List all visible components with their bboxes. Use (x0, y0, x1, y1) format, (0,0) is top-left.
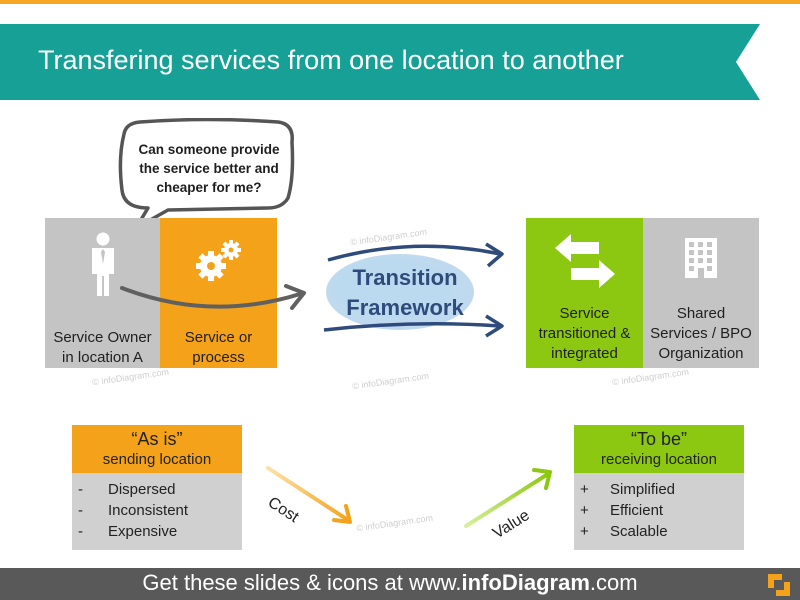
service-label-line-1: Service or (184, 329, 253, 346)
to-be-subtitle: receiving location (601, 451, 717, 468)
owner-label-line-1: Service Owner (53, 329, 152, 346)
to-be-header: “To be” receiving location (574, 425, 744, 473)
curved-arrow (120, 284, 306, 310)
as-is-list: - Dispersed - Inconsistent - Expensive (72, 473, 242, 550)
list-bullet: - (78, 502, 83, 519)
top-accent-line (0, 0, 800, 4)
speech-bubble-text: Can someone provide the service better a… (138, 142, 280, 195)
list-text: Efficient (610, 502, 664, 519)
framework-line-1: Transition (352, 265, 458, 290)
list-item: - Expensive (78, 521, 242, 542)
as-is-card: “As is” sending location - Dispersed - Inc… (72, 425, 242, 550)
owner-label-line-2: in location A (62, 349, 143, 366)
watermark: © infoDiagram.com (611, 366, 690, 388)
transitioned-label-line-1: Service (559, 305, 610, 322)
list-bullet: - (78, 481, 83, 498)
list-item: + Scalable (580, 521, 744, 542)
shared-services-box: Shared Services / BPO Organization (643, 218, 759, 368)
exchange-arrows-icon (555, 234, 615, 288)
list-text: Simplified (610, 481, 676, 498)
speech-bubble (118, 118, 295, 230)
list-text: Inconsistent (108, 502, 189, 519)
footer-suffix: .com (589, 570, 638, 595)
footer-brand: infoDiagram (461, 570, 590, 595)
list-item: + Efficient (580, 500, 744, 521)
to-be-title: “To be” (630, 429, 688, 449)
building-icon (685, 238, 717, 278)
to-be-card: “To be” receiving location + Simplified +… (574, 425, 744, 550)
transition-framework-label: Transition Framework (330, 263, 480, 323)
footer-prefix: Get these slides & icons at www. (142, 570, 462, 595)
watermark: © infoDiagram.com (91, 366, 170, 388)
service-owner-box: Service Owner in location A (45, 218, 160, 368)
list-item: - Inconsistent (78, 500, 242, 521)
transition-framework-graphic (323, 242, 504, 338)
footer-text[interactable]: Get these slides & icons at www.infoDiag… (0, 570, 780, 596)
as-is-header: “As is” sending location (72, 425, 242, 473)
service-process-box: Service or process (160, 218, 277, 368)
service-label-line-2: process (192, 349, 245, 366)
service-transitioned-box: Service transitioned & integrated (526, 218, 643, 368)
list-item: - Dispersed (78, 479, 242, 500)
list-bullet: + (580, 502, 589, 519)
transitioned-label-line-2: transitioned & (538, 325, 631, 342)
framework-line-2: Framework (346, 295, 464, 320)
footer-bar (0, 568, 800, 600)
gears-icon (196, 240, 241, 281)
shared-label-line-1: Shared (676, 305, 726, 322)
shared-label-line-2: Services / BPO (650, 325, 752, 342)
list-text: Scalable (610, 523, 668, 540)
infodiagram-logo-icon (768, 574, 790, 596)
watermark: © infoDiagram.com (355, 512, 434, 534)
list-bullet: + (580, 523, 589, 540)
watermark: © infoDiagram.com (351, 370, 430, 392)
transitioned-label-line-3: integrated (551, 345, 618, 362)
as-is-title: “As is” (131, 429, 183, 449)
as-is-subtitle: sending location (102, 451, 212, 468)
title-banner (0, 24, 760, 100)
person-icon (92, 232, 114, 296)
list-bullet: - (78, 523, 83, 540)
to-be-list: + Simplified + Efficient + Scalable (574, 473, 744, 550)
list-item: + Simplified (580, 479, 744, 500)
list-text: Dispersed (108, 481, 176, 498)
list-bullet: + (580, 481, 589, 498)
shared-label-line-3: Organization (658, 345, 744, 362)
list-text: Expensive (108, 523, 178, 540)
value-arrow (464, 468, 552, 528)
cost-arrow (266, 466, 352, 524)
page-title: Transfering services from one location t… (38, 45, 624, 75)
